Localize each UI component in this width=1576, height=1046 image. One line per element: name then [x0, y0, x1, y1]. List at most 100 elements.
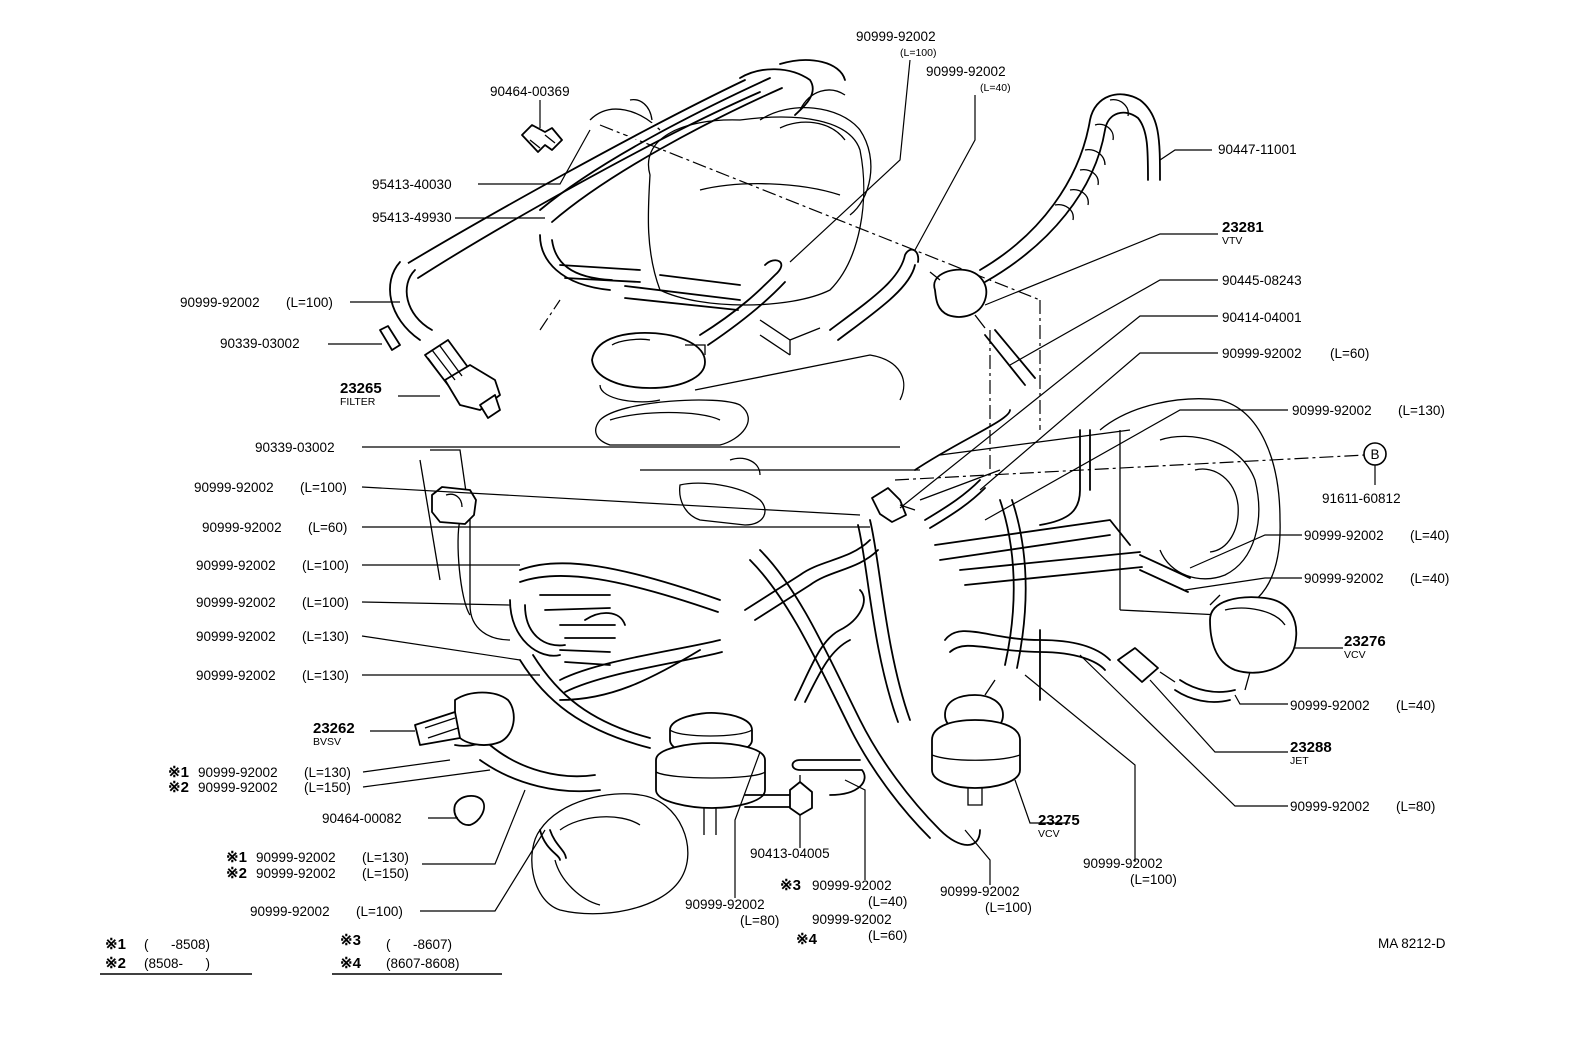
callout-part-number: 23262	[313, 720, 355, 737]
callout-part-number: 90999-92002	[196, 595, 276, 610]
callout-90339-03002-a: 90339-03002	[220, 336, 300, 351]
callout-length: (L=100)	[985, 900, 1032, 915]
callout-95413-49930: 95413-49930	[372, 210, 452, 225]
callout-90339-03002-b: 90339-03002	[255, 440, 335, 455]
callout-c40: 90999-92002 (L=80)	[685, 897, 779, 928]
callout-23275: 23275 VCV	[1038, 812, 1080, 840]
jet-23288-drawing	[1117, 647, 1176, 683]
callout-part-number: 23265	[340, 380, 382, 397]
callout-note-mark: ※1	[226, 849, 247, 866]
callout-part-number: 90999-92002	[1292, 403, 1372, 418]
callout-c33: 90999-92002 (L=40)	[1290, 698, 1435, 713]
callout-95413-40030: 95413-40030	[372, 177, 452, 192]
callout-length: (L=80)	[740, 913, 779, 928]
vacuum-actuator-drawing	[531, 712, 766, 915]
note-3: ※3 ( -8607)	[340, 932, 452, 952]
callout-length: (L=130)	[302, 668, 349, 683]
note-1: ※1 ( -8508)	[105, 936, 210, 953]
vcv-23275-drawing	[931, 679, 1021, 806]
callout-length: (L=130)	[362, 850, 409, 865]
callout-length: (L=100)	[1130, 872, 1177, 887]
callout-part-number: 90999-92002	[856, 29, 936, 44]
union-90414-04001-drawing	[871, 487, 916, 523]
callout-23276: 23276 VCV	[1344, 633, 1386, 661]
clip-90464-00082-drawing	[453, 794, 485, 826]
callout-90464-00082: 90464-00082	[322, 811, 402, 826]
callout-c28: 90999-92002 (L=130)	[1292, 403, 1445, 418]
callout-23265: 23265 FILTER	[340, 380, 382, 408]
upper-diaphragm-drawing	[591, 332, 905, 403]
note-mark: ※1	[105, 936, 126, 953]
note-mark: ※4	[340, 955, 362, 972]
callout-length: (L=60)	[868, 928, 907, 943]
callout-length: (L=150)	[304, 780, 351, 795]
callout-length: (L=130)	[302, 629, 349, 644]
callout-part-number: 90999-92002	[198, 780, 278, 795]
callout-part-number: 90999-92002	[256, 850, 336, 865]
bracket-drawings	[679, 319, 821, 526]
callout-90445-08243: 90445-08243	[1222, 273, 1302, 288]
callout-part-number: 90999-92002	[1304, 571, 1384, 586]
callout-c04: 90999-92002 (L=100)	[180, 295, 333, 310]
components: B	[379, 124, 1387, 826]
callout-part-number: 90999-92002	[812, 878, 892, 893]
callout-length: (L=100)	[286, 295, 333, 310]
callout-length: (L=40)	[868, 894, 907, 909]
callout-length: (L=100)	[302, 558, 349, 573]
callout-part-number: 90999-92002	[1290, 799, 1370, 814]
callout-note-mark: ※1	[168, 764, 189, 781]
vcv-23276-drawing	[1209, 594, 1298, 691]
callout-length: (L=60)	[308, 520, 347, 535]
callout-c08: 90999-92002 (L=100)	[194, 480, 347, 495]
note-range: ( -8508)	[144, 937, 210, 952]
callout-length: (L=100)	[300, 480, 347, 495]
callout-c41: ※3 90999-92002 (L=40)	[780, 877, 907, 909]
callout-c18: ※1 90999-92002 (L=130)	[226, 849, 409, 866]
callout-c21: 90999-92002 (L=100)	[856, 29, 936, 59]
note-4: ※4 (8607-8608)	[340, 955, 460, 972]
clip-90464-00369-drawing	[521, 124, 563, 153]
callout-part-number: 90999-92002	[1290, 698, 1370, 713]
callout-part-number: 90999-92002	[196, 629, 276, 644]
callout-c13: 90999-92002 (L=130)	[196, 668, 349, 683]
vtv-23281-drawing	[929, 268, 988, 329]
reference-marker-letter: B	[1370, 447, 1379, 462]
callout-90447-11001: 90447-11001	[1218, 142, 1297, 157]
callout-part-number: 90999-92002	[812, 912, 892, 927]
callout-c12: 90999-92002 (L=130)	[196, 629, 349, 644]
note-mark: ※2	[105, 955, 126, 972]
callout-length: (L=130)	[304, 765, 351, 780]
charcoal-canister-drawing	[589, 89, 872, 306]
callout-c27: 90999-92002 (L=60)	[1222, 346, 1369, 361]
callout-part-number: 90999-92002	[1222, 346, 1302, 361]
callout-c22: 90999-92002 (L=40)	[926, 64, 1011, 94]
plug-90339-03002-drawing	[379, 325, 401, 351]
callout-90413-04005: 90413-04005	[750, 846, 830, 861]
callout-c31: 90999-92002 (L=40)	[1304, 571, 1449, 586]
callout-note-mark: ※4	[796, 931, 818, 948]
callout-part-name: FILTER	[340, 396, 376, 408]
callout-length: (L=100)	[356, 904, 403, 919]
engine-block-drawing	[419, 398, 1281, 641]
callout-length: (L=150)	[362, 866, 409, 881]
tee-90413-04005-drawing	[789, 775, 813, 816]
callout-c19: ※2 90999-92002 (L=150)	[226, 865, 409, 882]
bvsv-23262-drawing	[414, 691, 515, 746]
callout-part-number: 90999-92002	[1304, 528, 1384, 543]
callout-c37: 90999-92002 (L=100)	[1083, 856, 1177, 887]
callout-c42: ※4 90999-92002 (L=60)	[796, 912, 907, 948]
callout-part-name: BVSV	[313, 736, 341, 748]
note-range: (8508- )	[144, 956, 210, 971]
callout-part-number: 90999-92002	[180, 295, 260, 310]
callout-length: (L=60)	[1330, 346, 1369, 361]
callout-length: (L=130)	[1398, 403, 1445, 418]
callout-part-number: 90999-92002	[250, 904, 330, 919]
callout-length: (L=40)	[1410, 528, 1449, 543]
callout-90414-04001: 90414-04001	[1222, 310, 1302, 325]
callout-23288: 23288 JET	[1290, 739, 1332, 767]
callout-23262: 23262 BVSV	[313, 720, 355, 748]
callout-length: (L=100)	[302, 595, 349, 610]
note-range: (8607-8608)	[386, 956, 460, 971]
callout-part-number: 90999-92002	[196, 668, 276, 683]
callout-part-number: 90999-92002	[198, 765, 278, 780]
